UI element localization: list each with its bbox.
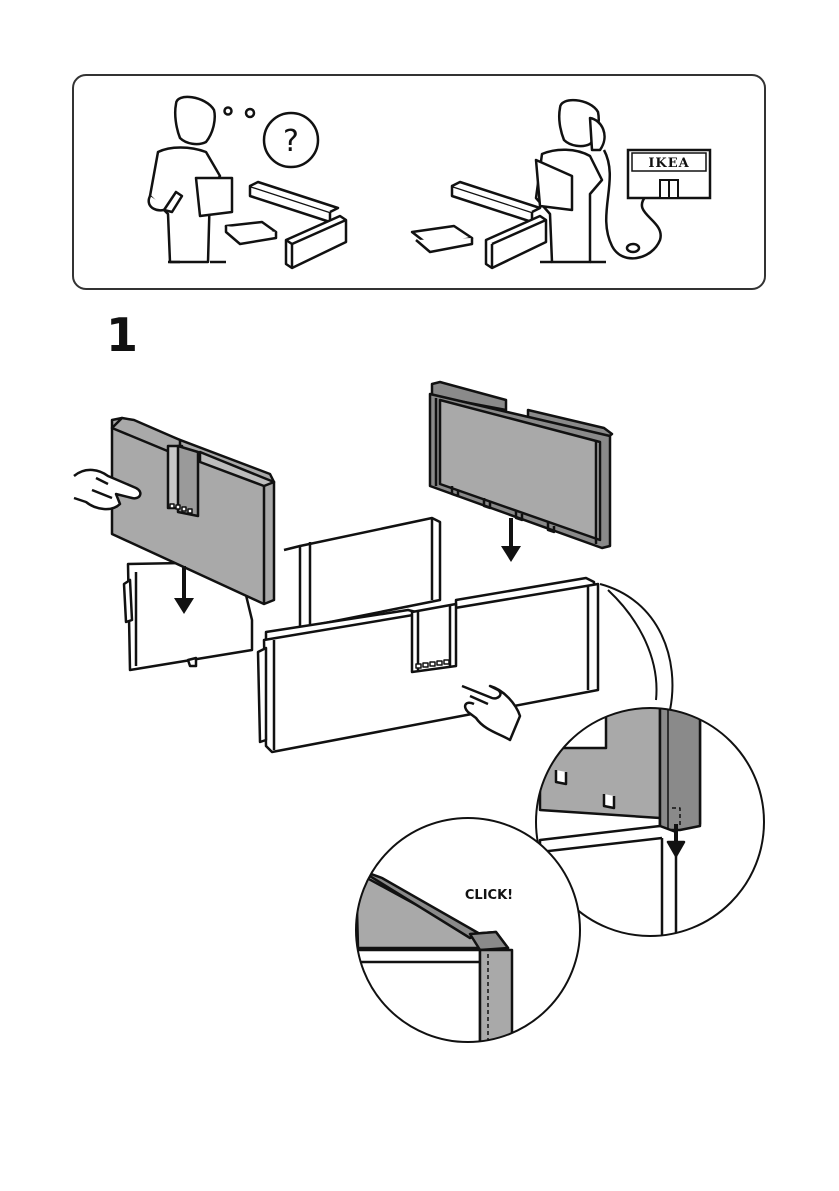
click-label: CLICK! — [465, 888, 513, 903]
detail-circle-b: CLICK! — [356, 818, 580, 1044]
question-bubble: ? — [264, 113, 318, 167]
loose-boards-right — [412, 182, 546, 268]
right-gray-panel — [430, 382, 612, 548]
down-arrow-right-icon — [501, 518, 521, 562]
ikea-sign: IKEA — [648, 156, 689, 171]
question-mark: ? — [283, 124, 299, 159]
loose-boards-left — [226, 182, 346, 268]
ikea-store-icon: IKEA — [628, 150, 710, 198]
